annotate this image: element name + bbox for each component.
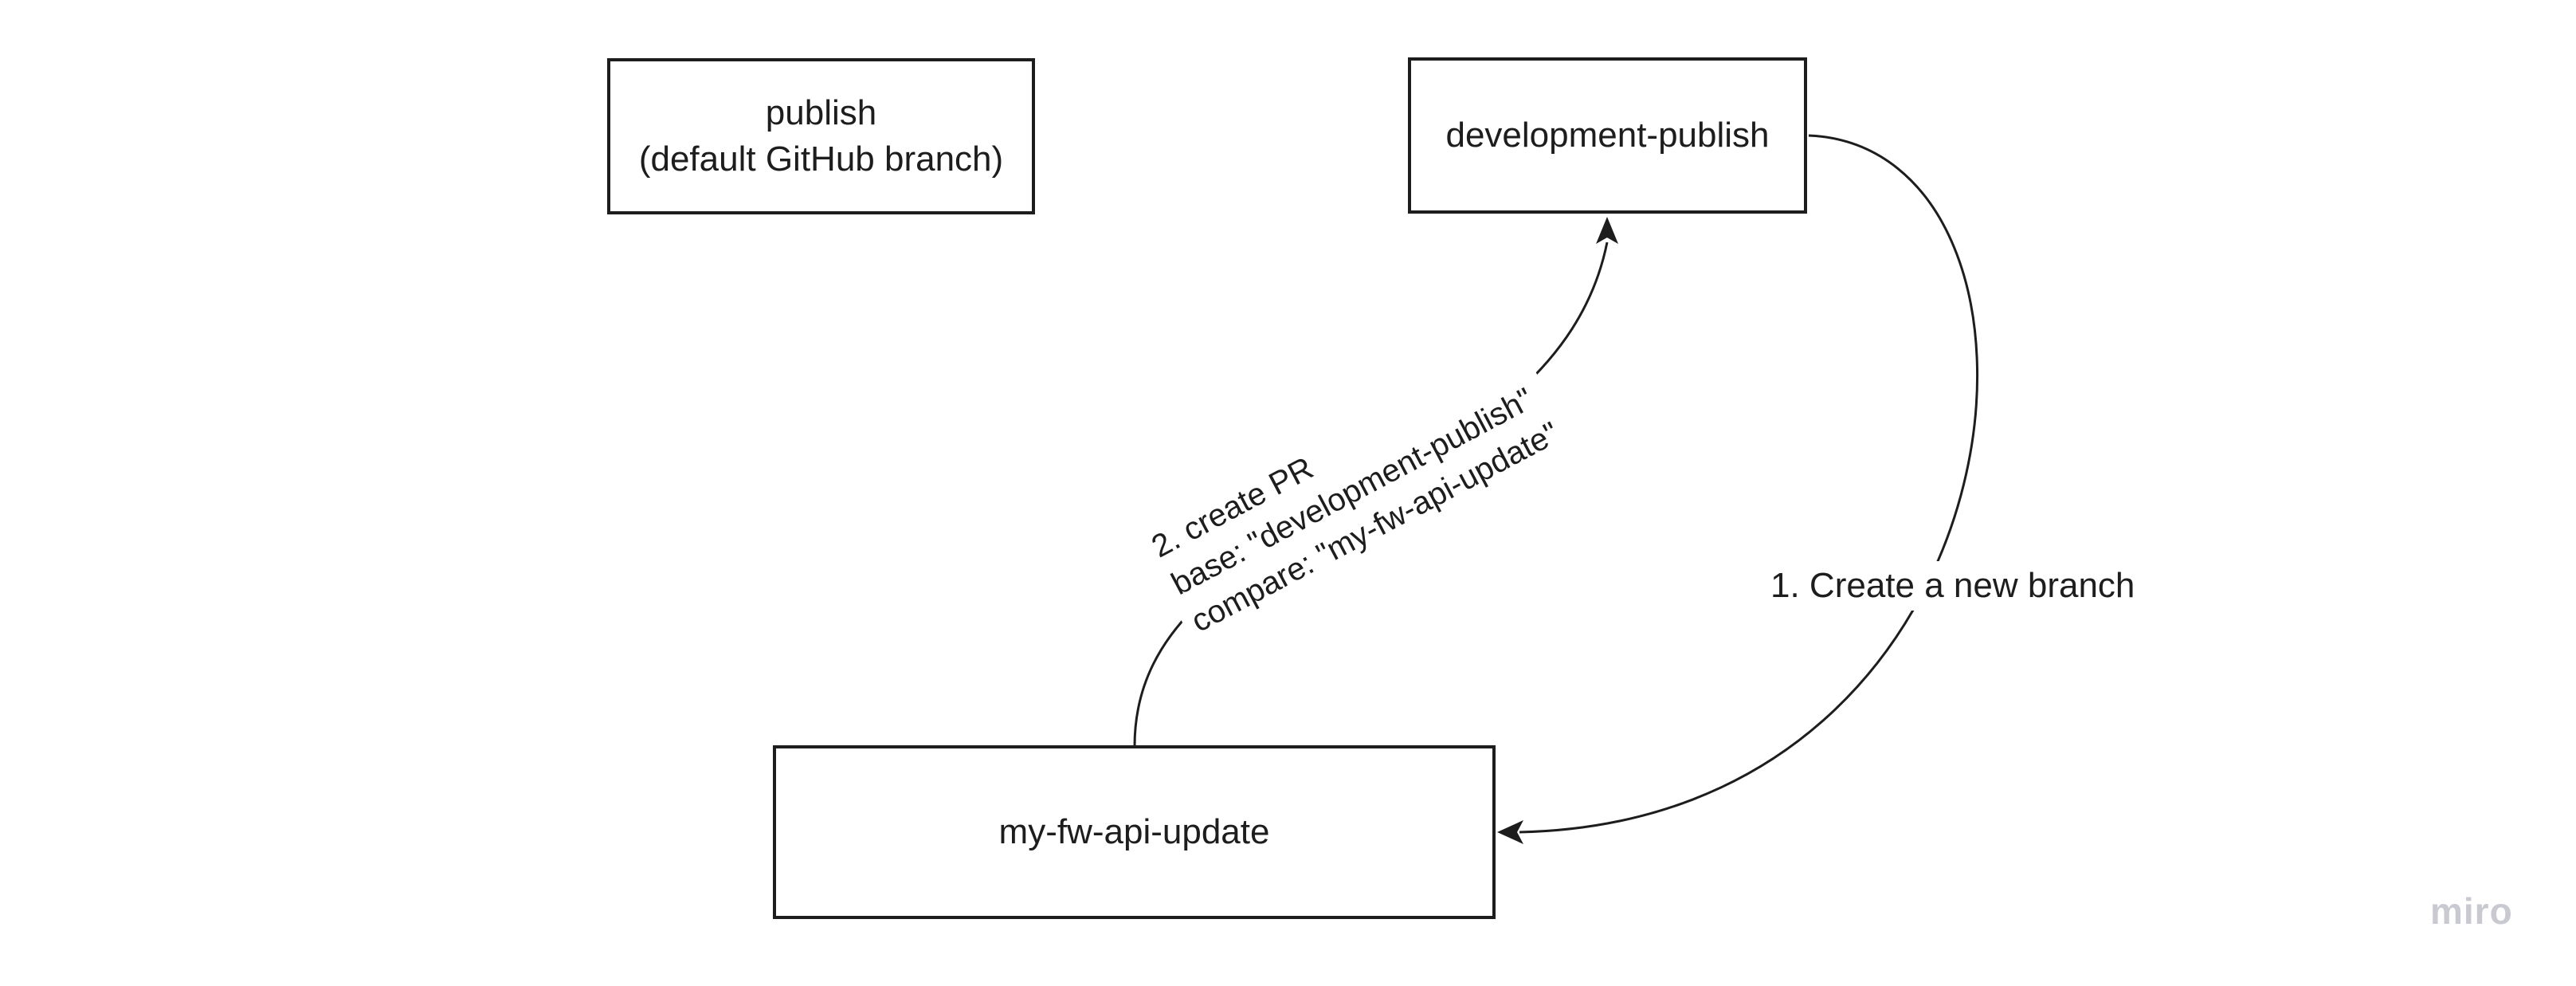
shape-my-fw-api-update-branch[interactable]: my-fw-api-update bbox=[773, 745, 1496, 919]
development-publish-label: development-publish bbox=[1445, 115, 1770, 155]
connector-create-branch[interactable] bbox=[1497, 134, 1979, 844]
publish-label-line1: publish bbox=[765, 92, 877, 132]
connector-create-branch-line bbox=[1519, 134, 1979, 834]
shape-publish-branch[interactable]: publish (default GitHub branch) bbox=[607, 58, 1035, 214]
shape-development-publish-branch[interactable]: development-publish bbox=[1408, 57, 1807, 214]
publish-label-line2: (default GitHub branch) bbox=[638, 139, 1004, 179]
create-branch-connector-label[interactable]: 1. Create a new branch bbox=[1762, 561, 2143, 611]
miro-watermark-logo: miro bbox=[2430, 890, 2513, 932]
my-fw-api-update-label: my-fw-api-update bbox=[998, 811, 1270, 851]
arrowhead-up-icon bbox=[1596, 217, 1618, 244]
arrowhead-left-icon bbox=[1497, 820, 1523, 844]
